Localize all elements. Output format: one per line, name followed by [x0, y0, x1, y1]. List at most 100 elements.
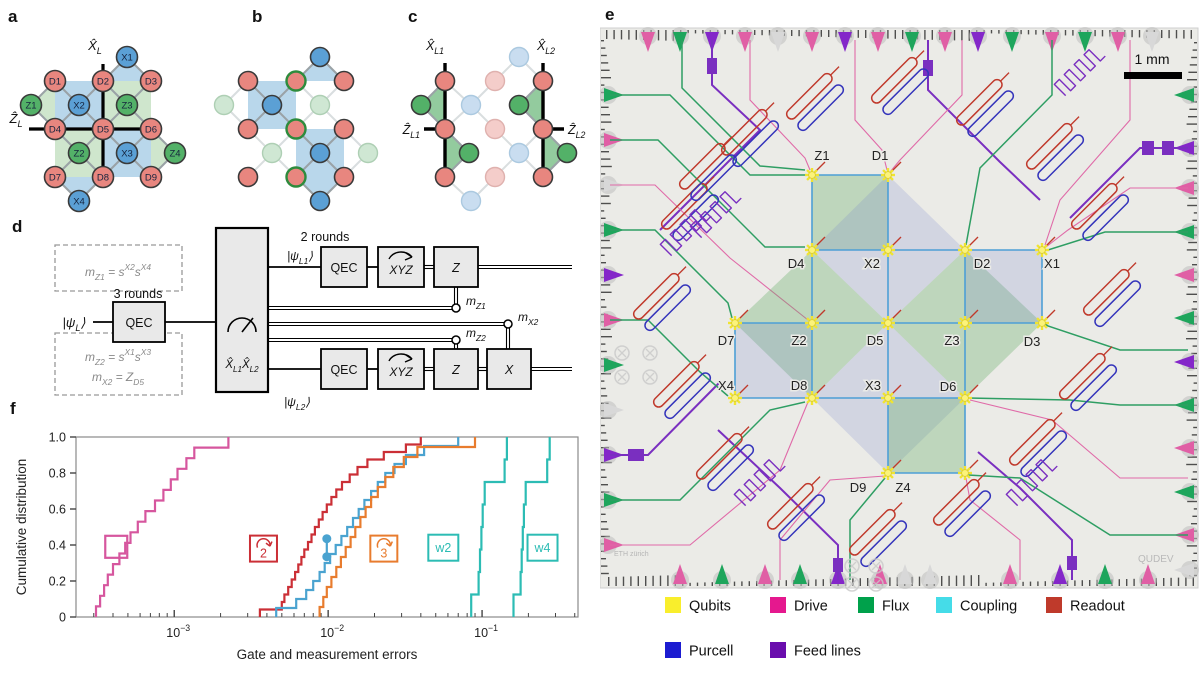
qubit-label-Z3: Z3 [944, 333, 959, 348]
qubit [532, 118, 554, 140]
plaquette [296, 57, 344, 81]
qubit-D3 [139, 69, 163, 93]
purcell-filter [944, 490, 992, 538]
line [847, 561, 857, 571]
airbridge-mark [868, 576, 884, 592]
qubit-Z2 [67, 141, 91, 165]
qubit-label: Z3 [121, 101, 132, 112]
feed-line-meander [659, 208, 712, 257]
z-plaquette [888, 398, 965, 473]
panel-label-d: d [12, 217, 22, 236]
qubit-X1 [115, 45, 139, 69]
readout-resonator [660, 182, 708, 230]
drive-line [779, 475, 886, 580]
rotation-arrow-icon [388, 251, 413, 363]
qubit-label-Z2: Z2 [791, 333, 806, 348]
resonator-cluster [766, 476, 826, 542]
purcell-filter [1070, 364, 1118, 412]
bond-pad [604, 358, 624, 372]
legend-marker-box [526, 533, 559, 562]
z-plaquette-triangle [519, 81, 543, 129]
faded-qubit [508, 142, 530, 164]
resonator-stub [977, 472, 987, 482]
qubit-label: X1 [121, 53, 133, 64]
legend-marker-square [104, 534, 129, 559]
feed-line-attenuator [833, 558, 843, 572]
qubit-Z2 [261, 142, 283, 164]
resonator-cluster [632, 266, 692, 332]
bond-pad [1174, 485, 1194, 499]
readout-resonator [652, 360, 700, 408]
qec-gate-label: QEC [330, 363, 357, 377]
feed-line-meander [689, 190, 742, 239]
readout-resonator [932, 478, 980, 526]
airbridge-mark [642, 369, 658, 385]
readout-tap [815, 236, 826, 247]
qubit-D6 [333, 118, 355, 140]
bond-pad [1145, 32, 1159, 52]
legend-marker-dot [322, 552, 332, 562]
qubit-marker-D1 [881, 161, 902, 182]
qubit-marker-D3 [1035, 309, 1056, 330]
stabilizer-box-top [54, 244, 183, 292]
resonator-cluster [1008, 412, 1068, 478]
qubit-label: D1 [49, 77, 61, 88]
flux-line [965, 40, 1053, 246]
purcell-filter [644, 284, 692, 332]
line [871, 579, 881, 589]
bond-pad [1174, 88, 1194, 102]
drive-line [969, 399, 1188, 479]
airbridge-mark [844, 558, 860, 574]
qubit [434, 70, 456, 92]
bond-pad [923, 564, 937, 584]
qubit-D4 [43, 117, 67, 141]
qubit-marker-X1 [1035, 236, 1056, 257]
joint-measurement-label: X̂L1X̂L2 [224, 357, 259, 374]
readout-tap [891, 161, 902, 172]
flux-line [967, 474, 1188, 536]
qubit [434, 166, 456, 188]
qubit-label: X2 [73, 101, 85, 112]
legend-marker-text: 2 [260, 547, 267, 561]
line [645, 348, 655, 358]
readout-tap [968, 236, 979, 247]
y-tick-label: 0 [59, 611, 66, 625]
cycle-arrow-icon [269, 541, 273, 547]
bond-pad [1174, 311, 1194, 325]
readout-tap [968, 384, 979, 395]
qubit-label-Z1: Z1 [814, 148, 829, 163]
qubit-marker-Z4 [958, 459, 979, 480]
bond-pad [1098, 564, 1112, 584]
resonator-cluster [678, 136, 738, 202]
bond-pad [871, 32, 885, 52]
qubit-label: X4 [73, 197, 85, 208]
bond-pad [793, 564, 807, 584]
cycle-arrow-icon [376, 538, 392, 548]
qubit-marker-X4 [728, 384, 749, 405]
psi-l-label: |ψL⟩ [63, 315, 86, 333]
xyz-gate-label: XYZ [388, 365, 413, 379]
bond-pad [673, 32, 687, 52]
resonator-cluster [695, 426, 755, 492]
qubit-label-D9: D9 [850, 480, 867, 495]
logical-x-label: X̂L [87, 38, 102, 56]
line [847, 579, 857, 589]
readout-tap [738, 384, 749, 395]
legend-item-readout: Readout [1046, 597, 1125, 615]
qec-gate-label: QEC [125, 316, 152, 330]
qubit-Z1 [213, 94, 235, 116]
bond-pad [673, 564, 687, 584]
x-plaquette [965, 250, 1042, 323]
panel-label-a: a [8, 7, 18, 26]
qubit-label-D4: D4 [788, 256, 805, 271]
bond-pad [771, 32, 785, 52]
readout-resonator [870, 56, 918, 104]
y-tick-label: 0.8 [49, 467, 66, 481]
panel-b-split-code-lattice [213, 46, 379, 212]
resonator-stub [740, 426, 750, 436]
readout-tap [891, 459, 902, 470]
bond-pad [838, 32, 852, 52]
qubit-X2 [261, 94, 283, 116]
